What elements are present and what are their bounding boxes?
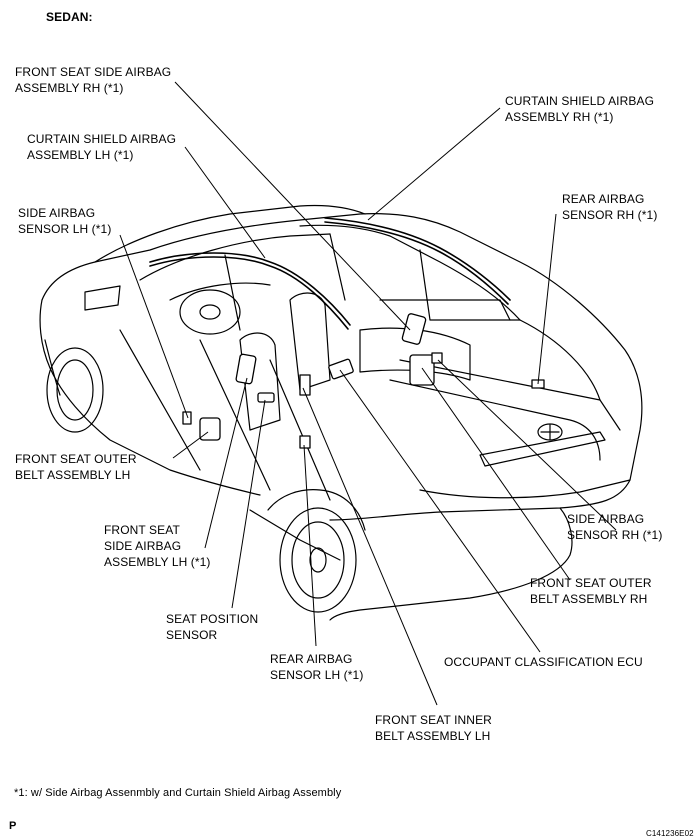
page-marker: P — [9, 820, 17, 832]
airbag-components — [182, 313, 545, 449]
leader-lines — [119, 81, 617, 706]
curtain-shield-airbags — [149, 217, 511, 330]
car-body-outline — [39, 204, 643, 621]
label-occupant-classification-ecu: OCCUPANT CLASSIFICATION ECU — [444, 655, 643, 669]
diagram-heading: SEDAN: — [46, 10, 93, 24]
footnote: *1: w/ Side Airbag Assenmbly and Curtain… — [14, 787, 342, 799]
figure-code: C141236E02 — [646, 829, 694, 838]
